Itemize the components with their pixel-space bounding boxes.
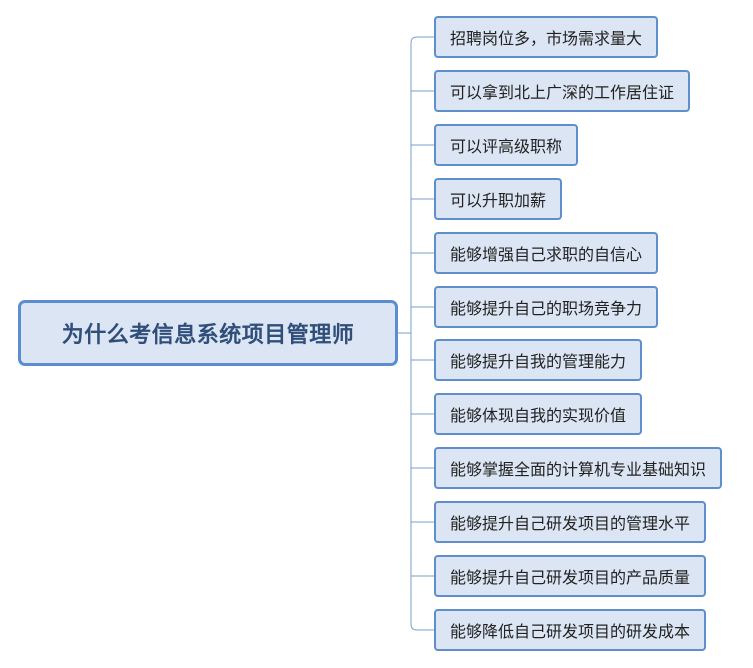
subtopic-label: 能够提升自己研发项目的管理水平 [450,514,691,533]
subtopic-node-product-quality[interactable]: 能够提升自己研发项目的产品质量 [434,555,707,597]
subtopic-node-management-ability[interactable]: 能够提升自我的管理能力 [434,339,643,381]
subtopic-label: 招聘岗位多，市场需求量大 [450,29,643,48]
root-topic-label: 为什么考信息系统项目管理师 [61,323,355,348]
subtopic-label: 能够增强自己求职的自信心 [450,245,643,264]
root-topic-node[interactable]: 为什么考信息系统项目管理师 [18,300,398,366]
subtopic-label: 能够提升自我的管理能力 [450,352,627,371]
subtopic-node-computer-knowledge[interactable]: 能够掌握全面的计算机专业基础知识 [434,447,723,489]
subtopic-node-recruitment-demand[interactable]: 招聘岗位多，市场需求量大 [434,16,659,58]
subtopic-label: 可以升职加薪 [450,191,547,210]
subtopic-label: 能够提升自己的职场竞争力 [450,299,643,318]
subtopic-node-competitiveness[interactable]: 能够提升自己的职场竞争力 [434,286,659,328]
subtopic-label: 可以评高级职称 [450,137,563,156]
subtopic-node-promotion-raise[interactable]: 可以升职加薪 [434,178,563,220]
subtopic-node-senior-title[interactable]: 可以评高级职称 [434,124,579,166]
subtopic-label: 可以拿到北上广深的工作居住证 [450,83,675,102]
subtopic-label: 能够体现自我的实现价值 [450,406,627,425]
branch-line [410,623,434,631]
subtopic-label: 能够降低自己研发项目的研发成本 [450,622,691,641]
subtopic-node-self-value[interactable]: 能够体现自我的实现价值 [434,393,643,435]
subtopic-node-job-confidence[interactable]: 能够增强自己求职的自信心 [434,232,659,274]
branch-line [410,36,434,44]
subtopic-label: 能够掌握全面的计算机专业基础知识 [450,460,707,479]
subtopic-node-project-management-level[interactable]: 能够提升自己研发项目的管理水平 [434,501,707,543]
subtopic-label: 能够提升自己研发项目的产品质量 [450,568,691,587]
subtopic-node-residence-permit[interactable]: 可以拿到北上广深的工作居住证 [434,70,691,112]
subtopic-node-development-cost[interactable]: 能够降低自己研发项目的研发成本 [434,609,707,651]
